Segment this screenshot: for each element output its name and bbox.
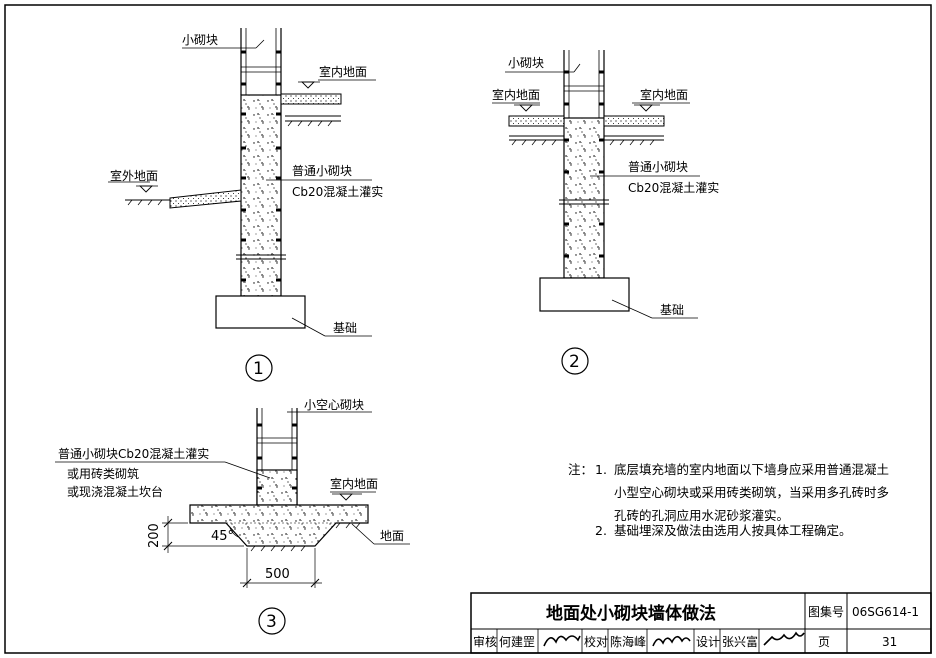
d2-label-block: 小砌块	[508, 56, 544, 70]
page-number: 31	[882, 635, 897, 649]
title-block	[470, 592, 932, 654]
note-1-line-1: 底层填充墙的室内地面以下墙身应采用普通混凝土	[614, 462, 889, 477]
check-name: 陈海峰	[610, 634, 646, 649]
d3-number: 3	[266, 612, 277, 632]
d2-label-indoor-right: 室内地面	[640, 87, 688, 102]
review-label: 审核	[473, 634, 497, 649]
note-1-line-3: 孔砖的孔洞应用水泥砂浆灌实。	[614, 508, 789, 523]
d3-label-ground: 地面	[380, 529, 404, 543]
d1-label-foundation: 基础	[333, 321, 357, 335]
d3-dim-angle: 45°	[211, 529, 234, 544]
check-label: 校对	[584, 634, 608, 649]
d2-label-foundation: 基础	[660, 303, 684, 317]
d2-label-indoor-left: 室内地面	[492, 87, 540, 102]
d1-label-block: 小砌块	[182, 33, 218, 47]
drawing-title: 地面处小砌块墙体做法	[546, 603, 716, 624]
d2-label-common2: Cb20混凝土灌实	[628, 180, 719, 195]
note-2-line-1: 基础埋深及做法由选用人按具体工程确定。	[614, 523, 852, 538]
d3-label-hollow: 小空心砌块	[304, 398, 364, 412]
d3-label-alt2: 或现浇混凝土坎台	[67, 484, 163, 499]
detail-3	[55, 408, 410, 635]
review-signature	[543, 635, 581, 647]
d3-label-indoor: 室内地面	[330, 476, 378, 491]
d1-label-outdoor: 室外地面	[110, 168, 158, 183]
design-label: 设计	[696, 635, 720, 649]
detail-1	[108, 28, 376, 382]
notes: 注： 1. 底层填充墙的室内地面以下墙身应采用普通混凝土 小型空心砌块或采用砖类…	[568, 462, 889, 538]
d3-dim-width: 500	[265, 567, 290, 582]
note-1-number: 1.	[595, 462, 607, 477]
design-signature	[763, 631, 805, 646]
note-2-number: 2.	[595, 523, 607, 538]
note-1-line-2: 小型空心砌块或采用砖类砌筑，当采用多孔砖时多	[614, 485, 889, 500]
atlas-number: 06SG614-1	[852, 605, 919, 619]
atlas-label: 图集号	[808, 604, 844, 619]
d1-label-common2: Cb20混凝土灌实	[292, 184, 383, 199]
check-signature	[652, 635, 691, 647]
notes-prefix: 注：	[568, 462, 593, 477]
page-label: 页	[818, 635, 830, 649]
d3-label-common: 普通小砌块Cb20混凝土灌实	[58, 446, 209, 461]
d3-label-alt1: 或用砖类砌筑	[67, 466, 139, 481]
d1-label-indoor: 室内地面	[319, 64, 367, 79]
d2-label-common1: 普通小砌块	[628, 160, 688, 174]
design-name: 张兴富	[722, 634, 758, 649]
d1-label-common1: 普通小砌块	[292, 164, 352, 178]
d3-dim-height: 200	[147, 523, 162, 548]
review-name: 何建罡	[499, 635, 535, 649]
detail-2	[492, 50, 700, 375]
d2-number: 2	[569, 352, 580, 372]
d1-number: 1	[253, 359, 264, 379]
sheet-border	[4, 4, 932, 654]
